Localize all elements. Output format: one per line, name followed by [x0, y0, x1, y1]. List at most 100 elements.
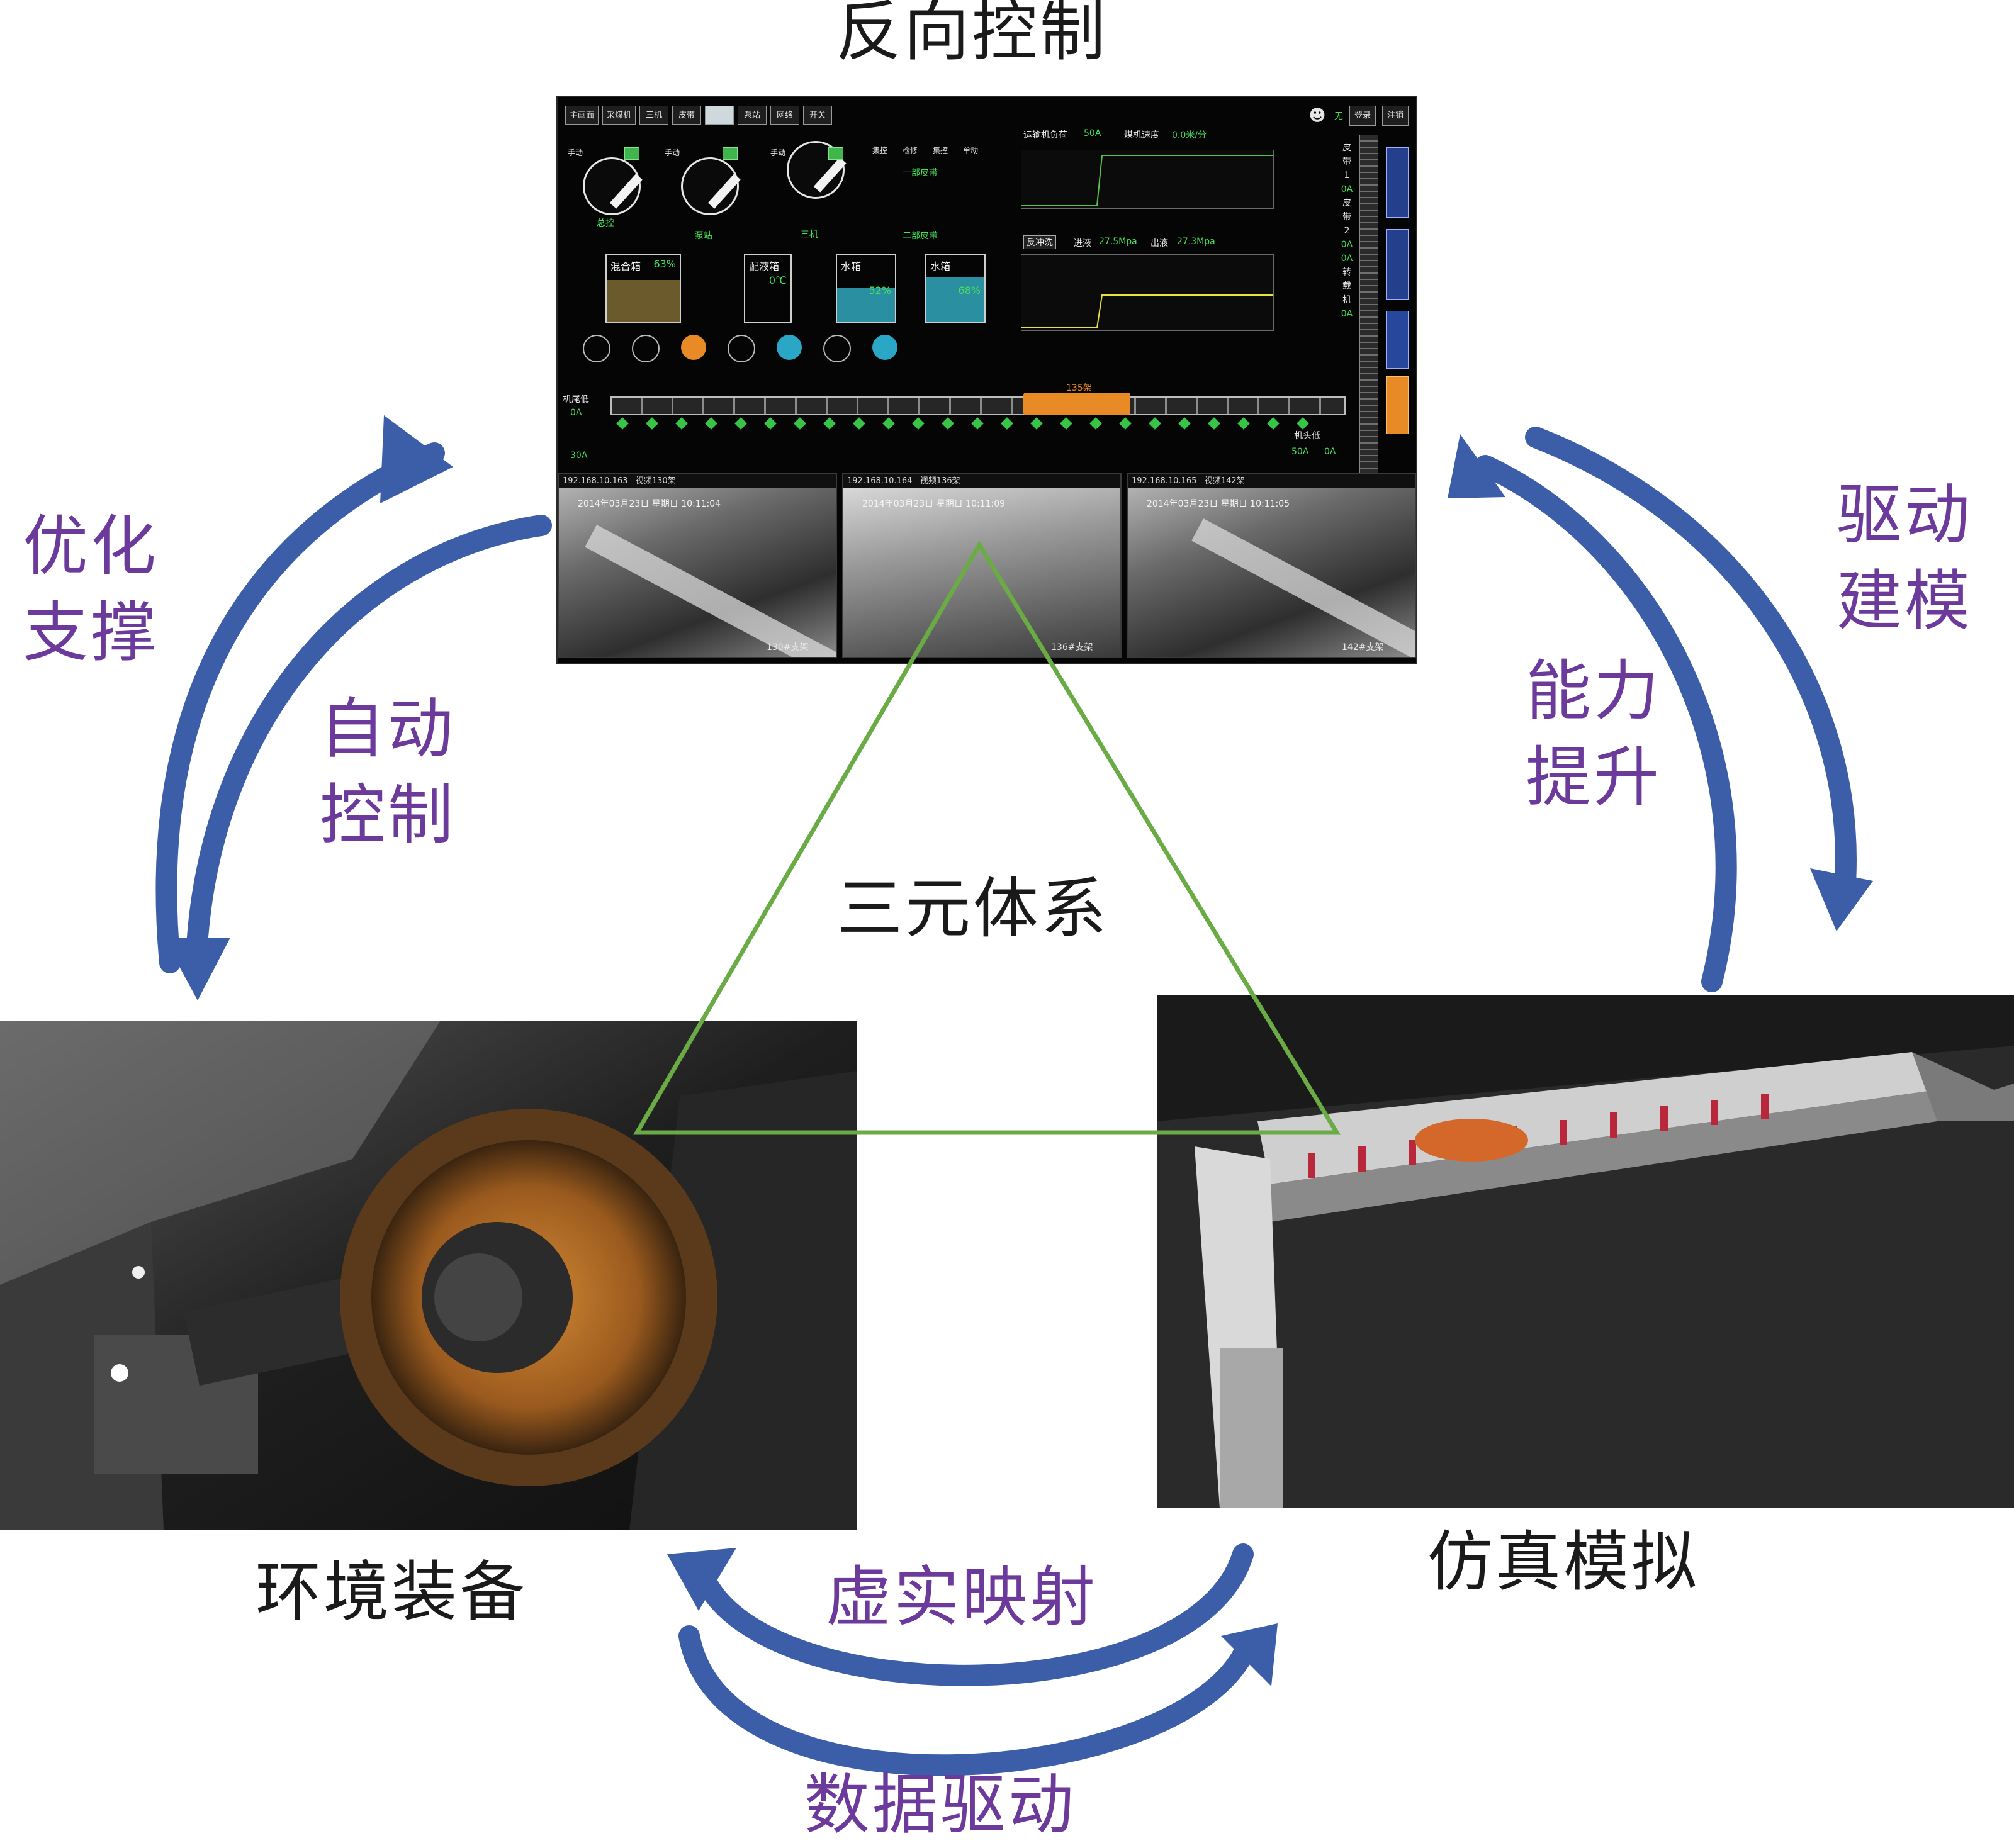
tail-label: 机尾低: [563, 395, 589, 405]
dial-title: 三机: [801, 230, 818, 240]
trend1-value2: 0.0米/分: [1172, 130, 1207, 140]
shearer-position-label: 135架: [1066, 383, 1092, 393]
user-icon[interactable]: ☻: [1308, 106, 1326, 125]
dial-mode-label: 手动: [568, 148, 583, 157]
mining-equipment-photo: [0, 1021, 857, 1530]
side-label: 0A: [1341, 254, 1353, 264]
arrow-auto-control: [186, 515, 552, 967]
mining-equipment-illustration: [0, 1021, 857, 1530]
tank-percent: 0℃: [768, 274, 787, 286]
side-label: 0A: [1341, 309, 1353, 319]
arrow-label-data-driven: 数据驱动: [804, 1766, 1077, 1843]
dosing-tank: 配液箱 0℃: [744, 254, 792, 323]
belt-row-label: 集控: [933, 146, 948, 155]
belt-side-labels: 皮带1 0A 皮带2 0A 0A 转载机 0A: [1341, 141, 1353, 321]
hmi-tab[interactable]: 泵站: [738, 106, 767, 125]
head-value: 50A: [1291, 447, 1309, 457]
side-label: 皮带1: [1342, 143, 1351, 181]
camera-tag: 130#支架: [767, 642, 809, 652]
arrowhead: [380, 415, 453, 503]
dial-title: 泵站: [695, 231, 712, 241]
backflush-button[interactable]: 反冲洗: [1023, 235, 1056, 249]
side-label: 皮带2: [1342, 198, 1351, 236]
tank-level-fill: [837, 287, 895, 322]
trend-chart-pressure: [1021, 254, 1274, 331]
node-label-reverse-control: 反向控制: [836, 0, 1108, 70]
trend1-label2: 煤机速度: [1124, 130, 1159, 140]
belt-1-label: 一部皮带: [903, 168, 938, 178]
camera-timestamp: 2014年03月23日 星期日 10:11:04: [578, 499, 721, 509]
arrow-optimize-support: [155, 442, 445, 973]
tank-level-fill: [607, 280, 680, 322]
simulation-model-render: [1157, 995, 2014, 1508]
arrow-label-drive-modeling: 驱动 建模: [1837, 476, 1973, 640]
arrow-drive-modeling: [1525, 427, 1857, 910]
fan-icon[interactable]: [823, 335, 851, 362]
auto-mode-button[interactable]: [828, 147, 843, 160]
trend2-value2: 27.3Mpa: [1177, 237, 1215, 247]
tail-value-2: 30A: [570, 451, 588, 461]
trend-line-load: [1021, 155, 1273, 206]
dial-mode-label: 手动: [770, 148, 786, 157]
trend2-value1: 27.5Mpa: [1099, 237, 1137, 247]
hmi-tab[interactable]: 网络: [770, 106, 800, 125]
side-control-button[interactable]: [1386, 311, 1409, 369]
arrow-virtual-real-mapping: [694, 1543, 1254, 1686]
camera-feed[interactable]: 192.168.10.163 视频130架 2014年03月23日 星期日 10…: [558, 473, 837, 658]
arrow-label-optimize-support: 优化 支撑: [23, 508, 159, 671]
tank-percent: 52%: [869, 284, 891, 296]
tank-name: 配液箱: [749, 260, 780, 272]
fan-icon[interactable]: [872, 335, 897, 360]
hmi-tab-bar: 主画面 采煤机 三机 皮带 泵站 网络 开关: [565, 106, 833, 126]
head-value-2: 0A: [1324, 447, 1336, 457]
fan-icon[interactable]: [583, 335, 610, 362]
belt-row-label: 单动: [963, 146, 979, 155]
fan-icon[interactable]: [728, 335, 755, 362]
hmi-tab-active[interactable]: [705, 106, 734, 125]
arrow-label-auto-control: 自动 控制: [320, 690, 456, 854]
arrow-capability-improve: [1475, 455, 1737, 992]
center-label: 三元体系: [837, 870, 1110, 947]
simulation-3d-illustration: [1157, 995, 2014, 1508]
tank-name: 混合箱: [610, 260, 641, 272]
tank-level-fill: [926, 276, 984, 322]
hmi-tab[interactable]: 开关: [803, 106, 833, 125]
camera-tag: 142#支架: [1342, 642, 1384, 652]
hmi-tab[interactable]: 三机: [639, 106, 669, 125]
arrowhead: [1221, 1623, 1278, 1686]
water-tank-2: 水箱 68%: [925, 254, 986, 323]
three-element-triangle: [633, 540, 1341, 1135]
fan-icon[interactable]: [777, 335, 802, 360]
camera-timestamp: 2014年03月23日 星期日 10:11:09: [862, 499, 1006, 509]
master-control-dial[interactable]: [583, 157, 641, 215]
camera-title-bar: 192.168.10.163 视频130架: [559, 474, 836, 488]
pump-station-dial[interactable]: [681, 157, 739, 215]
hmi-tab[interactable]: 皮带: [672, 106, 702, 125]
fan-icon[interactable]: [681, 335, 706, 360]
hmi-tab[interactable]: 采煤机: [602, 106, 636, 125]
side-label: 转载机: [1342, 267, 1351, 305]
trend-line-pressure: [1021, 294, 1273, 328]
camera-feed[interactable]: 192.168.10.165 视频142架 2014年03月23日 星期日 10…: [1127, 473, 1416, 658]
auto-mode-button[interactable]: [723, 147, 738, 160]
auto-mode-button[interactable]: [624, 147, 639, 160]
side-control-button[interactable]: [1386, 147, 1409, 218]
logout-button[interactable]: 注销: [1382, 106, 1409, 126]
tank-name: 水箱: [841, 260, 862, 272]
dial-mode-label: 手动: [665, 148, 680, 157]
hmi-tab[interactable]: 主画面: [565, 106, 599, 125]
login-button[interactable]: 登录: [1349, 106, 1376, 126]
dial-title: 总控: [597, 218, 614, 228]
side-control-button[interactable]: [1386, 376, 1409, 434]
camera-title-bar: 192.168.10.164 视频136架: [843, 474, 1120, 488]
camera-feed[interactable]: 192.168.10.164 视频136架 2014年03月23日 星期日 10…: [842, 473, 1122, 658]
side-control-button[interactable]: [1386, 229, 1409, 300]
arrow-data-driven: [678, 1625, 1257, 1776]
arrow-label-capability-improve: 能力 提升: [1526, 652, 1662, 816]
hmi-top-right: ☻ 无 登录 注销: [1307, 106, 1409, 126]
scraper-conveyor: [610, 396, 1346, 415]
arrowhead: [1810, 868, 1873, 931]
shearer[interactable]: [1023, 393, 1130, 415]
fan-icon[interactable]: [632, 335, 660, 362]
